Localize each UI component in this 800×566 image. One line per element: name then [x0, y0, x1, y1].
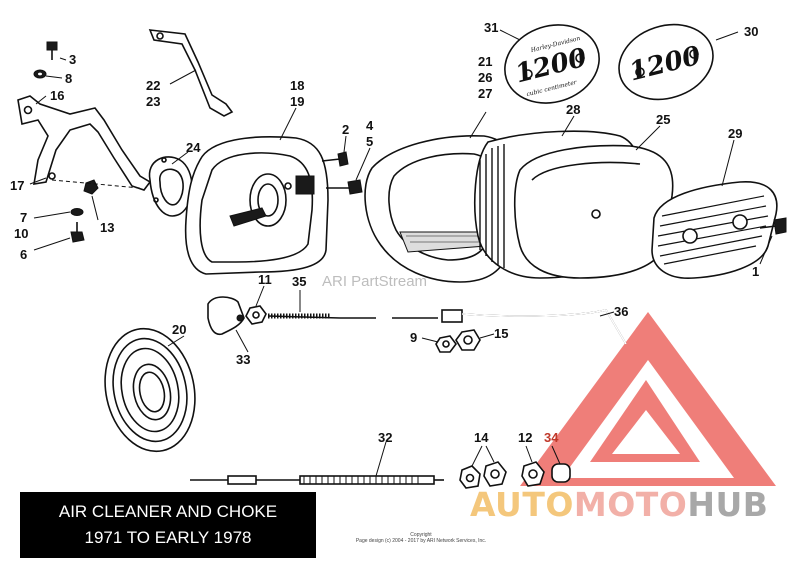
callout-20: 20: [172, 322, 186, 337]
screw-3: [46, 41, 58, 60]
callout-27: 27: [478, 86, 492, 101]
callout-15: 15: [494, 326, 508, 341]
choke-cable-35: [267, 313, 438, 319]
callout-17: 17: [10, 178, 24, 193]
callout-16: 16: [50, 88, 64, 103]
callout-19: 19: [290, 94, 304, 109]
nut-12: [521, 461, 545, 487]
callout-numbers: 3 8 16 17 7 10 6 13 22 23 24 18 19 2 4 5…: [10, 20, 759, 445]
callout-31: 31: [484, 20, 498, 35]
badge-31: 1200 Harley-Davidson cubic centimeter: [504, 24, 600, 104]
cap-34: [551, 463, 571, 483]
callout-28: 28: [566, 102, 580, 117]
nut-13: [83, 179, 99, 195]
callout-22: 22: [146, 78, 160, 93]
brand-part-auto: AUTO: [470, 485, 574, 524]
screw-1: [759, 217, 787, 235]
nut-11: [245, 305, 267, 325]
callout-10: 10: [14, 226, 28, 241]
title-line-1: AIR CLEANER AND CHOKE: [58, 502, 278, 521]
bolt-6: [70, 222, 85, 243]
choke-bracket-16: [17, 95, 152, 191]
air-cleaner-cover-25: [513, 144, 674, 279]
logo-triangle-icon: [520, 312, 776, 486]
callout-1: 1: [752, 264, 759, 279]
mounting-bracket-22: [148, 29, 234, 117]
badge-30: 1200: [618, 23, 714, 101]
filter-roll-20: [104, 327, 196, 453]
callout-35: 35: [292, 274, 306, 289]
brand-part-moto: MOTO: [573, 485, 688, 524]
brand-logo: AUTOMOTOHUB: [470, 485, 768, 524]
callout-34: 34: [544, 430, 559, 445]
leader-lines: [29, 29, 773, 477]
callout-18: 18: [290, 78, 304, 93]
callout-8: 8: [65, 71, 72, 86]
callout-7: 7: [20, 210, 27, 225]
title-line-2: 1971 TO EARLY 1978: [84, 528, 252, 547]
callout-3: 3: [69, 52, 76, 67]
bolt-4: [326, 179, 363, 195]
diagram-title-box: AIR CLEANER AND CHOKE 1971 TO EARLY 1978: [20, 492, 316, 558]
callout-14: 14: [474, 430, 489, 445]
callout-26: 26: [478, 70, 492, 85]
copyright-line-2: Page design (c) 2004 - 2017 by ARI Netwo…: [355, 538, 487, 544]
gasket-24: [148, 156, 193, 217]
watermark-text: ARI PartStream: [322, 273, 427, 290]
cable-36: [441, 309, 627, 345]
nut-15: [455, 329, 481, 351]
copyright-line-1: Copyright: [410, 532, 432, 538]
copyright-notice: Copyright Page design (c) 2004 - 2017 by…: [336, 532, 506, 544]
callout-6: 6: [20, 247, 27, 262]
callout-36: 36: [614, 304, 628, 319]
nut-14b: [483, 461, 507, 487]
callout-30: 30: [744, 24, 758, 39]
nut-9: [435, 335, 457, 353]
callout-21: 21: [478, 54, 492, 69]
screw-2: [321, 151, 349, 167]
finned-cover-29: [651, 181, 778, 279]
callout-23: 23: [146, 94, 160, 109]
callout-24: 24: [186, 140, 201, 155]
callout-29: 29: [728, 126, 742, 141]
callout-5: 5: [366, 134, 373, 149]
callout-11: 11: [258, 272, 272, 287]
callout-32: 32: [378, 430, 392, 445]
callout-12: 12: [518, 430, 532, 445]
choke-knob-33: [207, 296, 245, 336]
callout-13: 13: [100, 220, 114, 235]
throttle-cable-32: [190, 475, 444, 485]
callout-4: 4: [366, 118, 374, 133]
washer-7: [70, 208, 84, 216]
callout-2: 2: [342, 122, 349, 137]
brand-part-hub: HUB: [687, 485, 769, 524]
backplate-18: [184, 136, 329, 275]
callout-33: 33: [236, 352, 250, 367]
callout-9: 9: [410, 330, 417, 345]
washer-8: [33, 69, 47, 79]
callout-25: 25: [656, 112, 670, 127]
